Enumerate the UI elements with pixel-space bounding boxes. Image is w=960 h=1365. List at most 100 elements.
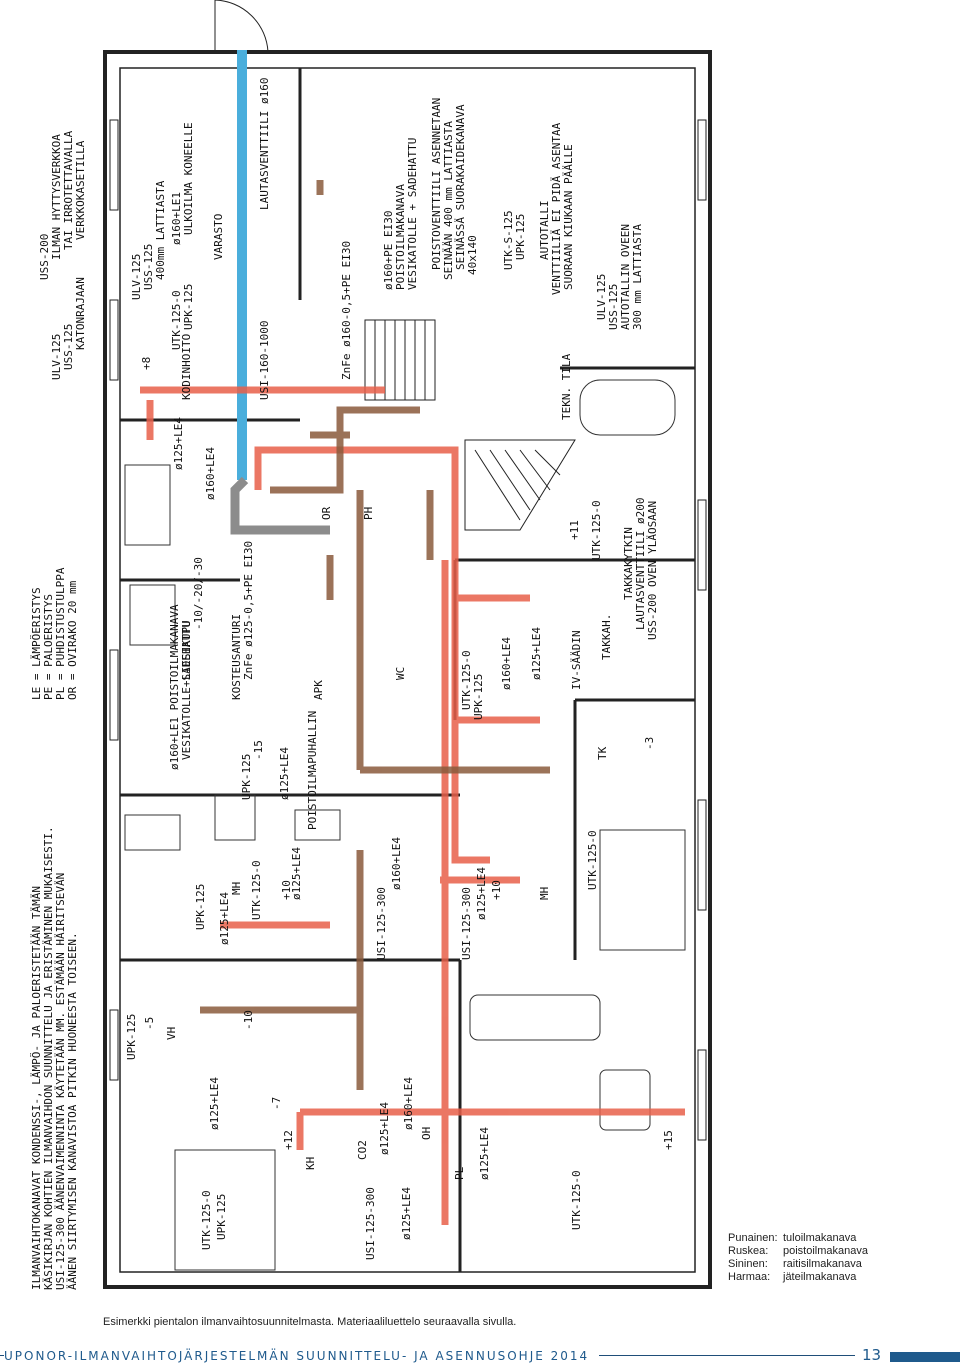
duct-label: ø125+LE4 bbox=[530, 627, 543, 680]
duct-label: UTK-125-0 bbox=[586, 830, 599, 890]
duct-label: SEINÄSSÄ SUORAKAIDEKANAVA bbox=[454, 104, 467, 270]
duct-label: UTK-125-0 bbox=[460, 650, 473, 710]
duct-label: 300 mm LATTIASTA bbox=[631, 224, 644, 330]
plan-annotations: ILMANVAIHTOKANAVAT KONDENSSI-, LÄMPÖ- JA… bbox=[30, 561, 79, 1290]
duct-label: KOSTEUSANTURI bbox=[230, 614, 243, 700]
duct-label: UPK-125 bbox=[514, 214, 527, 260]
annotation-notes: ILMANVAIHTOKANAVAT KONDENSSI-, LÄMPÖ- JA… bbox=[30, 820, 79, 1290]
note-line: USI-125-300 ÄÄNENVAIMENNINTA KÄYTETÄÄN M… bbox=[54, 873, 67, 1290]
duct-label: ø125+LE4 bbox=[400, 1187, 413, 1240]
duct-label: ø125+LE4 bbox=[172, 417, 185, 470]
duct-label: SEINÄÄN 400 mm LATTIASTA bbox=[442, 121, 455, 280]
windows bbox=[109, 119, 707, 1141]
duct-label: -15 bbox=[252, 740, 265, 760]
duct-label: TAKKAKYTKIN bbox=[622, 527, 635, 600]
duct-label: MH bbox=[230, 882, 243, 895]
duct-label: USI-160-1000 bbox=[258, 321, 271, 400]
duct-label: LAUTASVENTTIILI ø200 bbox=[634, 498, 647, 630]
duct-label: VERKKOKASETILLA bbox=[74, 140, 87, 240]
legend-key: Harmaa: bbox=[728, 1271, 771, 1283]
duct-label: +10 bbox=[490, 880, 503, 900]
duct-label: KATONRAJAAN bbox=[74, 277, 87, 350]
duct-label: UTK-125-0 bbox=[170, 290, 183, 350]
duct-label: ø125+LE4 bbox=[218, 892, 231, 945]
legend-row: Ruskea:poistoilmakanava bbox=[728, 1245, 868, 1258]
color-legend: Punainen:tuloilmakanava Ruskea:poistoilm… bbox=[728, 1232, 868, 1284]
duct-label: POISTOILMAPUHALLIN bbox=[306, 711, 319, 830]
duct-label: SUORAAN KIUKAAN PÄÄLLE bbox=[562, 144, 575, 290]
duct-label: USI-125-300 bbox=[364, 1187, 377, 1260]
duct-label: TEKN. TILA bbox=[560, 353, 573, 420]
duct-label: ULV-125 bbox=[595, 274, 608, 320]
abbrev-line: OR = OVIRAKO 20 mm bbox=[66, 580, 79, 700]
duct-label: UTK-125-0 bbox=[200, 1190, 213, 1250]
note-line: ILMANVAIHTOKANAVAT KONDENSSI-, LÄMPÖ- JA… bbox=[30, 886, 43, 1290]
duct-label: UPK-125 bbox=[472, 674, 485, 720]
duct-label: UTK-125-0 bbox=[250, 860, 263, 920]
duct-label: +15 bbox=[662, 1130, 675, 1150]
abbrev-line: PE = PALOERISTYS bbox=[42, 594, 55, 700]
duct-label: -10 bbox=[242, 1010, 255, 1030]
duct-label: ILMAN HYTTYSVERKKOA bbox=[50, 134, 63, 260]
duct-label: LIESIKUPU bbox=[180, 620, 193, 680]
duct-label: +11 bbox=[568, 520, 581, 540]
duct-label: ULV-125 bbox=[130, 254, 143, 300]
duct-label: ø160+LE1 POISTOILMAKANAVA bbox=[168, 604, 181, 770]
duct-label: ZnFe ø160-0,5+PE EI30 bbox=[340, 241, 353, 380]
annotation-abbrev: LE = LÄMPÖERISTYS PE = PALOERISTYS PL = … bbox=[30, 561, 79, 700]
duct-label: UPK-125 bbox=[182, 284, 195, 330]
duct-label: -5 bbox=[143, 1017, 156, 1030]
duct-label: ø125+LE4 bbox=[208, 1077, 221, 1130]
footer-title: UPONOR-ILMANVAIHTOJÄRJESTELMÄN SUUNNITTE… bbox=[4, 1349, 600, 1363]
duct-label: USS-200 bbox=[38, 234, 51, 280]
duct-label: VH bbox=[165, 1027, 178, 1040]
duct-label: ø125+LE4 bbox=[378, 1102, 391, 1155]
duct-label: TAKKAH. bbox=[600, 614, 613, 660]
legend-value: poistoilmakanava bbox=[783, 1245, 868, 1257]
legend-row: Punainen:tuloilmakanava bbox=[728, 1232, 868, 1245]
duct-label: 400mm LATTIASTA bbox=[154, 180, 167, 280]
duct-label: KH bbox=[304, 1157, 317, 1170]
duct-label: AUTOTALLIN OVEEN bbox=[619, 224, 632, 330]
duct-label: UPK-125 bbox=[215, 1194, 228, 1240]
duct-label: OR bbox=[320, 506, 333, 520]
duct-label: WC bbox=[394, 667, 407, 680]
legend-row: Sininen: raitisilmakanava bbox=[728, 1258, 868, 1271]
legend-key: Sininen: bbox=[728, 1258, 768, 1270]
duct-label: VARASTO bbox=[212, 214, 225, 260]
outer-wall bbox=[103, 50, 712, 1289]
exhaust-air-duct bbox=[230, 476, 330, 535]
duct-label: PH bbox=[362, 507, 375, 520]
duct-label: ø125+LE4 bbox=[278, 747, 291, 800]
duct-label: OH bbox=[420, 1127, 433, 1140]
duct-label: ø160+LE4 bbox=[500, 637, 513, 690]
duct-label: UTK-125-0 bbox=[570, 1170, 583, 1230]
duct-label: ø160+LE4 bbox=[402, 1077, 415, 1130]
duct-label: USI-125-300 bbox=[460, 887, 473, 960]
legend-value: raitisilmakanava bbox=[783, 1258, 862, 1270]
page-number: 13 bbox=[862, 1346, 882, 1364]
fireplace-stairs bbox=[364, 319, 576, 531]
duct-label: VESIKATOLLE + SADEHATTU bbox=[406, 138, 419, 290]
duct-label: ø125+LE4 bbox=[475, 867, 488, 920]
duct-label: USS-125 bbox=[142, 244, 155, 290]
duct-label: -3 bbox=[643, 737, 656, 750]
duct-label: ULKOILMA KONEELLE bbox=[182, 122, 195, 235]
duct-label: UTK-125-0 bbox=[590, 500, 603, 560]
legend-value: tuloilmakanava bbox=[783, 1232, 857, 1244]
extract-air-duct bbox=[200, 180, 550, 1090]
interior-walls bbox=[120, 68, 695, 1272]
duct-label: USI-125-300 bbox=[375, 887, 388, 960]
page-bar bbox=[890, 1352, 960, 1362]
duct-label: USS-200 OVEN YLÄOSAAN bbox=[646, 501, 659, 640]
legend-row: Harmaa:jäteilmakanava bbox=[728, 1271, 868, 1284]
duct-label: ø160+PE EI30 bbox=[382, 211, 395, 290]
duct-label: +10 bbox=[280, 880, 293, 900]
page-footer: UPONOR-ILMANVAIHTOJÄRJESTELMÄN SUUNNITTE… bbox=[0, 1345, 960, 1365]
entry-door bbox=[214, 0, 269, 53]
supply-air-duct bbox=[140, 386, 685, 1225]
duct-label: PL bbox=[453, 1166, 466, 1180]
duct-label: 40x140 bbox=[466, 235, 479, 275]
duct-label: ø160+LE1 bbox=[170, 192, 183, 245]
